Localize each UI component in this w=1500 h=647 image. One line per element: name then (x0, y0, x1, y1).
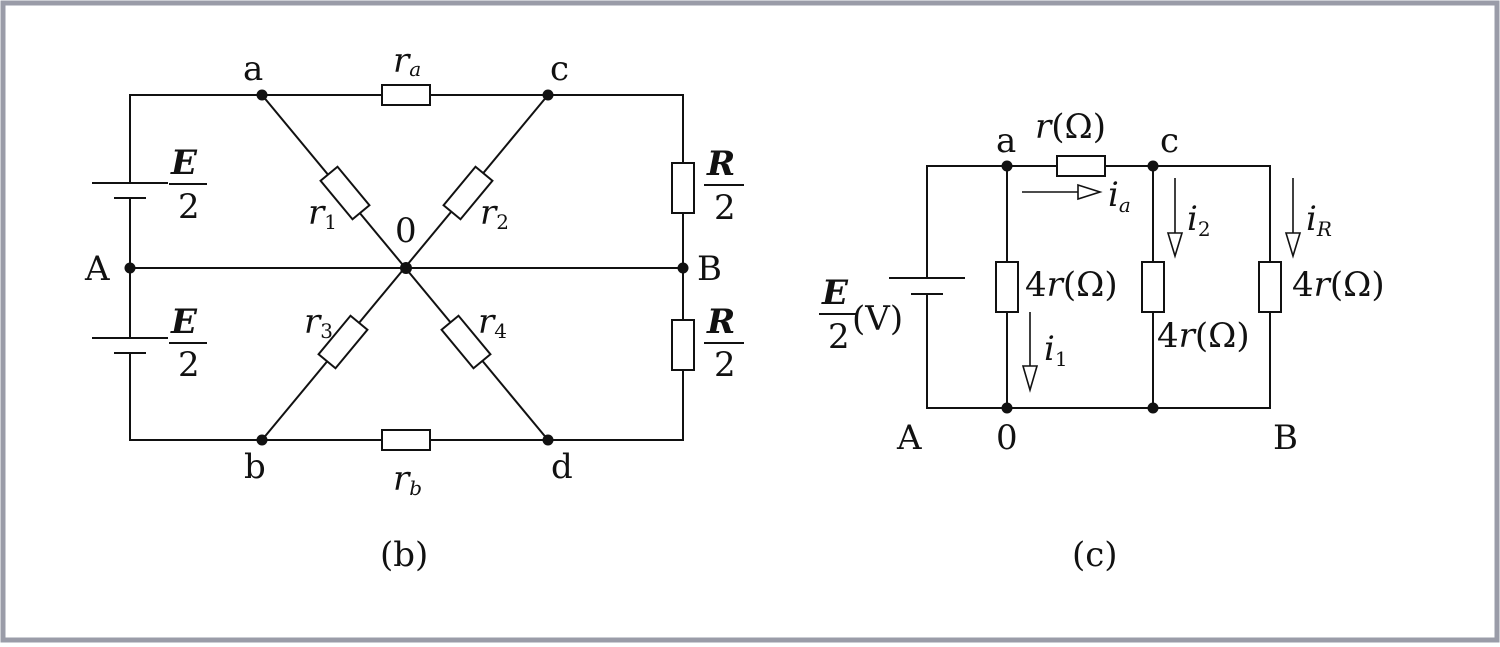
resistor-R-bottom (671, 319, 695, 371)
label-load-bottom: R 2 (704, 302, 744, 385)
resistor-r4 (440, 314, 492, 370)
node-dot-c-mid (1147, 402, 1159, 414)
svg-text:2: 2 (178, 187, 200, 227)
label-iR: iR (1306, 199, 1332, 241)
label-c-r2: 4r(Ω) (1157, 316, 1250, 356)
caption-c: (c) (1072, 535, 1118, 575)
label-source-bottom: E 2 (169, 302, 207, 385)
label-node-b: b (244, 447, 266, 487)
figure-c: a c A 0 B r(Ω) 4r(Ω) 4r(Ω) 4r(Ω) ia i1 i… (819, 107, 1385, 575)
svg-text:R: R (706, 144, 735, 184)
label-i1: i1 (1044, 329, 1068, 371)
label-i2: i2 (1187, 199, 1211, 241)
caption-b: (b) (380, 535, 428, 575)
label-c-node-A: A (896, 418, 922, 458)
label-node-B: B (697, 249, 722, 289)
resistor-r1 (319, 165, 371, 221)
label-c-r1: 4r(Ω) (1025, 265, 1118, 305)
label-node-O: 0 (395, 211, 417, 251)
node-dot-O (400, 262, 412, 274)
svg-text:2: 2 (828, 317, 850, 357)
label-rb: rb (393, 459, 422, 500)
resistor-c-top (1056, 155, 1106, 177)
node-dot-A (124, 262, 136, 274)
svg-text:2: 2 (178, 345, 200, 385)
node-dot-c-c (1147, 160, 1159, 172)
label-r1: r1 (308, 193, 337, 234)
svg-text:2: 2 (714, 345, 736, 385)
arrow-ia (1022, 183, 1103, 201)
label-r2: r2 (480, 193, 509, 234)
node-dot-B (677, 262, 689, 274)
battery-c (889, 277, 965, 295)
resistor-ra (381, 84, 431, 106)
svg-text:2: 2 (714, 188, 736, 228)
battery-bottom (92, 337, 168, 354)
resistor-c-R (1258, 261, 1282, 313)
node-dot-c-O (1001, 402, 1013, 414)
svg-text:(V): (V) (852, 299, 903, 339)
node-dot-a (256, 89, 268, 101)
resistor-rb (381, 429, 431, 451)
label-node-c: c (550, 49, 569, 89)
label-c-node-a: a (996, 121, 1016, 161)
resistor-R-top (671, 162, 695, 214)
label-c-rR: 4r(Ω) (1292, 265, 1385, 305)
node-dot-c (542, 89, 554, 101)
figure-b: a c A 0 B b d ra rb r1 r2 r3 r4 E 2 (84, 41, 744, 575)
svg-text:E: E (821, 273, 849, 313)
label-node-a: a (243, 49, 263, 89)
arrow-i1 (1021, 312, 1039, 393)
resistor-r2 (442, 165, 494, 221)
battery-top (92, 182, 168, 199)
svg-text:R: R (706, 302, 735, 342)
label-c-node-O: 0 (996, 418, 1018, 458)
resistor-c-1 (995, 261, 1019, 313)
label-node-A: A (84, 249, 110, 289)
node-dot-b (256, 434, 268, 446)
svg-text:E: E (170, 143, 198, 183)
svg-text:E: E (170, 302, 198, 342)
label-c-source: E 2 (V) (819, 273, 903, 357)
label-ia: ia (1108, 175, 1131, 217)
arrow-iR (1284, 178, 1302, 259)
label-r3: r3 (304, 302, 333, 343)
resistor-r3 (317, 314, 369, 370)
label-c-node-B: B (1273, 418, 1298, 458)
label-source-top: E 2 (169, 143, 207, 227)
label-ra: ra (393, 41, 421, 81)
label-load-top: R 2 (704, 144, 744, 228)
node-dot-d (542, 434, 554, 446)
label-c-node-c: c (1160, 121, 1179, 161)
label-r4: r4 (478, 302, 507, 343)
node-dot-c-a (1001, 160, 1013, 172)
label-node-d: d (551, 447, 573, 487)
arrow-i2 (1166, 178, 1184, 259)
resistor-c-2 (1141, 261, 1165, 313)
label-c-r-top: r(Ω) (1035, 107, 1106, 147)
